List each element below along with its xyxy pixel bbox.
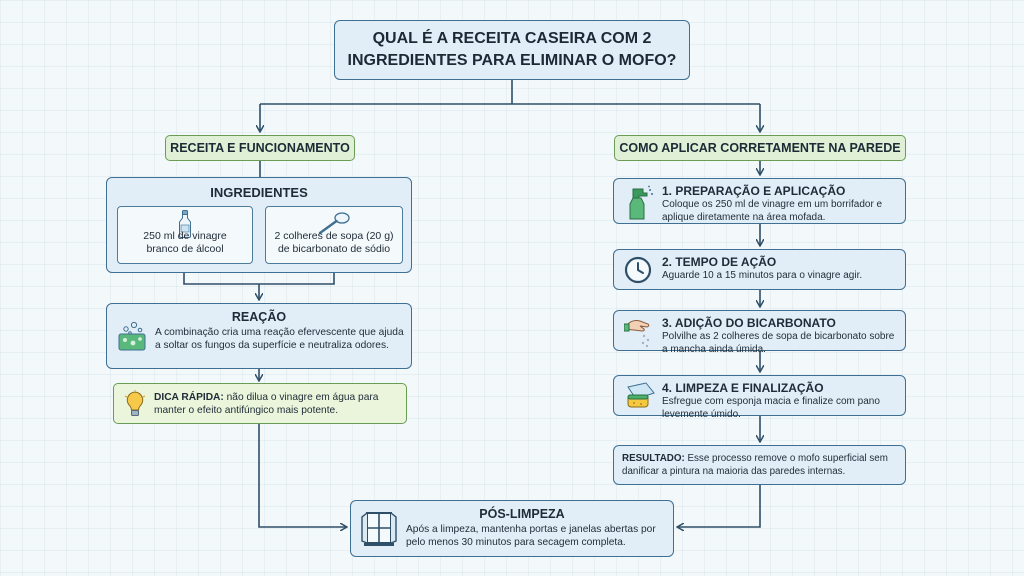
- reaction-box: REAÇÃO A combinação cria uma reação efer…: [106, 303, 412, 369]
- left-branch-header: RECEITA E FUNCIONAMENTO: [165, 135, 355, 161]
- bubbles-icon: [118, 321, 146, 351]
- result-box: RESULTADO: Esse processo remove o mofo s…: [613, 445, 906, 485]
- sprinkle-hand-icon: [624, 320, 650, 348]
- step-1-text: Coloque os 250 ml de vinagre em um borri…: [662, 199, 883, 223]
- step-4-text: Esfregue com esponja macia e finalize co…: [662, 396, 880, 420]
- connector-title-branch: [260, 80, 760, 105]
- step-3-text: Polvilhe as 2 colheres de sopa de bicarb…: [662, 331, 895, 355]
- main-question-title: QUAL É A RECEITA CASEIRA COM 2 INGREDIEN…: [347, 30, 677, 69]
- result-text: RESULTADO: Esse processo remove o mofo s…: [622, 452, 902, 478]
- connector-ingredient-merge: [183, 273, 335, 299]
- reaction-title: REAÇÃO: [231, 310, 287, 324]
- step-2-title: 2. TEMPO DE AÇÃO: [662, 255, 777, 269]
- result-label: RESULTADO:: [622, 453, 685, 464]
- quick-tip-body: não dilua o vinagre em água para manter …: [154, 392, 379, 416]
- ingredient-vinegar-label: 250 ml de vinagre branco de álcool: [143, 230, 227, 255]
- step-3-title: 3. ADIÇÃO DO BICARBONATO: [662, 316, 836, 330]
- step-2-text: Aguarde 10 a 15 minutos para o vinagre a…: [662, 270, 863, 281]
- ingredient-card-vinegar: 250 ml de vinagre branco de álcool: [117, 206, 253, 264]
- clock-icon: [624, 256, 652, 284]
- post-cleaning-box: PÓS-LIMPEZA Após a limpeza, mantenha por…: [350, 500, 674, 557]
- reaction-text: A combinação cria uma reação efervescent…: [155, 327, 404, 351]
- ingredients-title: INGREDIENTES: [210, 185, 308, 200]
- result-body: Esse processo remove o mofo superficial …: [622, 453, 888, 477]
- post-cleaning-title: PÓS-LIMPEZA: [479, 507, 565, 521]
- main-question-box: QUAL É A RECEITA CASEIRA COM 2 INGREDIEN…: [334, 20, 690, 80]
- step-4-title: 4. LIMPEZA E FINALIZAÇÃO: [662, 381, 824, 395]
- connector-left-to-post: [258, 424, 346, 527]
- quick-tip-box: DICA RÁPIDA: não dilua o vinagre em água…: [113, 383, 407, 424]
- vinegar-bottle-icon: [179, 210, 191, 238]
- ingredient-bicarbonate-label: 2 colheres de sopa (20 g) de bicarbonato…: [274, 230, 394, 255]
- step-4-box: 4. LIMPEZA E FINALIZAÇÃO Esfregue com es…: [613, 375, 906, 420]
- right-branch-header: COMO APLICAR CORRETAMENTE NA PAREDE: [614, 135, 906, 161]
- ingredients-box: INGREDIENTES 250 ml de vinagre branco de…: [106, 177, 412, 273]
- sponge-icon: [627, 382, 655, 408]
- quick-tip-label: DICA RÁPIDA:: [154, 392, 224, 403]
- ingredient-card-bicarbonate: 2 colheres de sopa (20 g) de bicarbonato…: [265, 206, 403, 264]
- step-1-box: 1. PREPARAÇÃO E APLICAÇÃO Coloque os 250…: [613, 178, 906, 224]
- step-2-box: 2. TEMPO DE AÇÃO Aguarde 10 a 15 minutos…: [613, 249, 906, 290]
- connector-result-to-post: [678, 485, 761, 527]
- spray-bottle-icon: [629, 185, 653, 220]
- spoon-icon: [318, 212, 350, 235]
- post-cleaning-text: Após a limpeza, mantenha portas e janela…: [406, 524, 656, 548]
- window-icon: [361, 512, 397, 546]
- step-1-title: 1. PREPARAÇÃO E APLICAÇÃO: [662, 184, 846, 198]
- quick-tip-text: DICA RÁPIDA: não dilua o vinagre em água…: [154, 391, 402, 417]
- step-3-box: 3. ADIÇÃO DO BICARBONATO Polvilhe as 2 c…: [613, 310, 906, 355]
- lightbulb-icon: [124, 390, 146, 416]
